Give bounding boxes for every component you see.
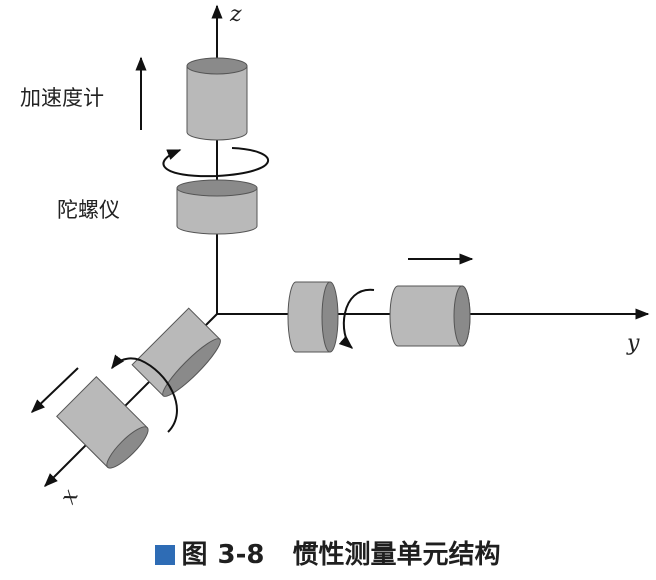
x-rotation-arrow xyxy=(111,354,178,433)
axis-y-label: y xyxy=(627,331,640,356)
gyroscope-label: 陀螺仪 xyxy=(57,198,120,222)
figure-caption: 图 3-8 惯性测量单元结构 xyxy=(0,534,656,571)
caption-figure-word: 图 xyxy=(181,540,208,570)
accelerometer-x-cylinder xyxy=(56,376,149,469)
caption-marker xyxy=(155,545,176,565)
caption-title: 惯性测量单元结构 xyxy=(292,540,501,570)
gyroscope-x-cylinder xyxy=(131,307,221,397)
y-rotation-arrow xyxy=(338,288,375,349)
accelerometer-z-cylinder xyxy=(186,57,248,141)
z-rotation-arrow xyxy=(162,147,269,178)
caption-number: 3-8 xyxy=(217,540,265,570)
accelerometer-x-direction-arrow xyxy=(30,367,79,413)
accelerometer-y-cylinder xyxy=(389,285,471,347)
accelerometer-label: 加速度计 xyxy=(20,86,104,110)
axes xyxy=(44,4,650,487)
axis-z-label: z xyxy=(230,2,242,27)
imu-structure-diagram xyxy=(30,4,650,487)
gyroscope-z-cylinder xyxy=(176,179,258,235)
gyroscope-y-cylinder xyxy=(287,281,339,353)
